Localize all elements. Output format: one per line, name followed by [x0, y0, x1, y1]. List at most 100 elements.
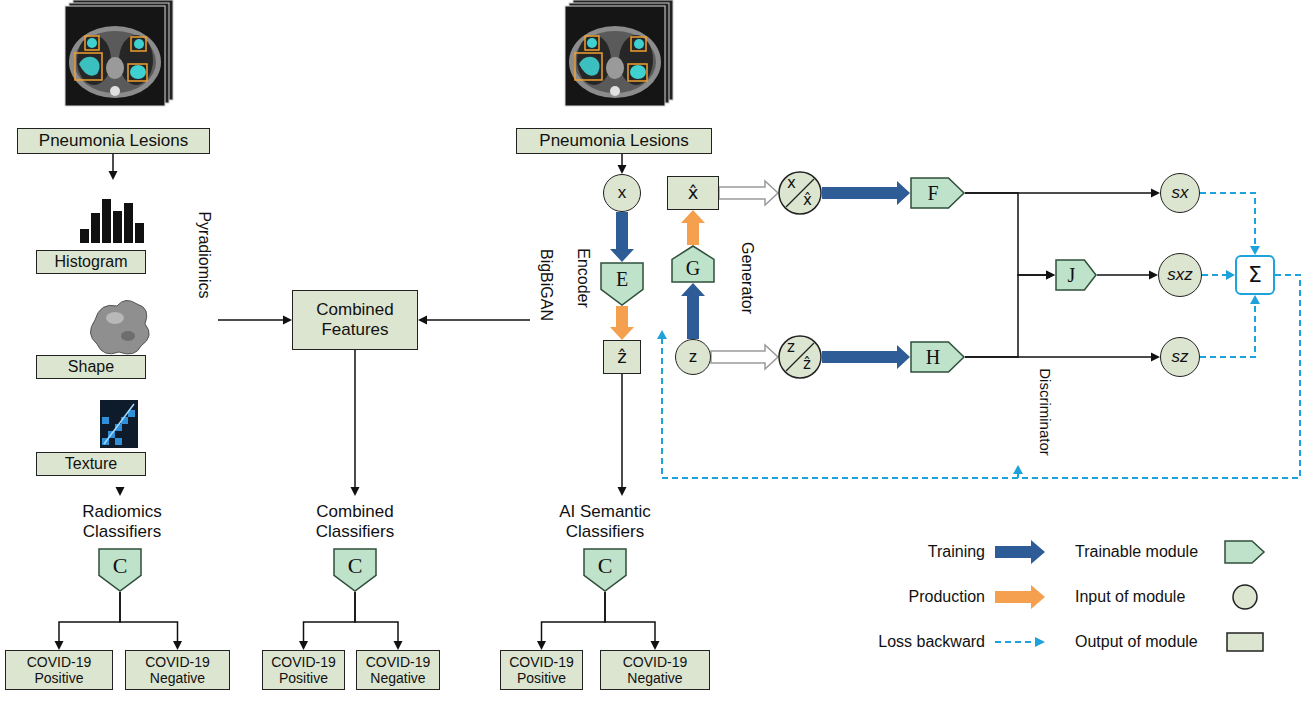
node-label: ẑ [617, 347, 626, 368]
arrowhead [537, 641, 546, 650]
ct-stack [65, 0, 173, 106]
legend-item: Loss backward [878, 632, 985, 652]
node-label: Σ [1248, 262, 1262, 287]
legend-label: Trainable module [1075, 543, 1198, 560]
legend-label: Training [928, 543, 985, 560]
node-label: E [616, 268, 628, 291]
legend-item: Trainable module [1075, 542, 1198, 562]
arrowhead [1151, 353, 1160, 362]
node-label: C [113, 553, 128, 578]
arrowhead [1226, 270, 1235, 280]
thick-arrow [822, 181, 910, 205]
node-label: x [618, 183, 627, 203]
histogram-icon [124, 203, 133, 243]
legend-sample [1035, 637, 1045, 647]
trainable-module: C [333, 548, 377, 592]
connector-line [1200, 303, 1255, 357]
connector [965, 193, 1055, 280]
connector [1200, 295, 1260, 357]
output-box: COVID-19 Positive [5, 650, 113, 690]
connector-line [218, 319, 284, 321]
connector-line [120, 592, 178, 642]
connector-line [542, 592, 606, 642]
node-label: C [598, 553, 613, 578]
connector-line [355, 592, 398, 642]
output-box: COVID-19 Negative [600, 650, 710, 690]
node-label: Combined Features [300, 300, 410, 339]
node-label: AI Semantic Classifiers [540, 502, 670, 541]
ct-stack [565, 0, 673, 106]
shape-icon [121, 331, 135, 341]
connector [965, 271, 1055, 358]
connector [418, 316, 530, 325]
output-box: COVID-19 Negative [356, 650, 440, 690]
node-label: COVID-19 Negative [131, 654, 224, 686]
group-ground [565, 225, 765, 330]
node-label: x̂ [803, 192, 812, 209]
input-circle: z [675, 339, 711, 375]
legend-sample [995, 540, 1045, 564]
arrowhead [618, 487, 627, 496]
arrowhead [1149, 271, 1158, 280]
module-outline [1056, 260, 1096, 290]
connector [822, 345, 910, 369]
ct-stack [565, 6, 665, 106]
node-label: Pyradiomics [195, 211, 213, 298]
module-group: DiscriminatorFJH [892, 176, 1125, 465]
node-label: COVID-19 Positive [11, 654, 107, 686]
node-label: x̂ [688, 183, 699, 204]
connector [1013, 275, 1300, 478]
texture-icon [102, 417, 109, 424]
arrowhead [55, 641, 64, 650]
connector [610, 306, 634, 340]
arrowhead [657, 330, 667, 339]
module-outline [99, 549, 141, 591]
module-outline [672, 246, 714, 282]
arrowhead [173, 641, 182, 650]
node-label: z [689, 347, 698, 367]
node-label: J [1068, 264, 1076, 287]
arrowhead [1151, 189, 1160, 198]
group-ground [22, 180, 218, 487]
classifier-band: Radiomics ClassifiersC [16, 496, 228, 607]
loss-sum: Σ [1235, 255, 1275, 295]
connector [681, 283, 705, 339]
input-circle: sxz [1158, 253, 1202, 297]
node-label: Texture [65, 455, 117, 473]
texture-icon [115, 438, 122, 445]
node-label: sx [1172, 183, 1189, 203]
thick-arrow [719, 181, 778, 205]
node-label: Combined Classifiers [290, 502, 420, 541]
connector [610, 212, 634, 262]
connector [120, 592, 182, 650]
arrowhead [618, 165, 627, 174]
node-label: sxz [1167, 265, 1193, 285]
group-ground [530, 170, 1311, 492]
node-label: Pneumonia Lesions [39, 131, 188, 151]
node-label: Discriminator [1036, 368, 1053, 456]
shape-icon [90, 300, 149, 354]
legend-sample [995, 585, 1045, 609]
node-label: sz [1172, 347, 1189, 367]
classifier-band: AI Semantic ClassifiersC [500, 496, 710, 607]
module-outline [911, 178, 964, 208]
shape-icon [90, 300, 149, 354]
output-box: Combined Features [292, 290, 418, 350]
texture-icon [100, 400, 138, 448]
legend-item: Training [928, 542, 985, 562]
arrowhead [283, 316, 292, 325]
connector [965, 353, 1160, 362]
output-box: COVID-19 Positive [500, 650, 583, 690]
legend-sample [1227, 633, 1263, 651]
output-box: ẑ [603, 340, 641, 374]
connector-line [621, 154, 623, 166]
connector [605, 592, 660, 650]
trainable-module: E [600, 262, 644, 306]
output-box: Texture [36, 452, 146, 476]
legend-label: Production [909, 588, 986, 605]
histogram-icon [91, 213, 100, 243]
output-box: Pneumonia Lesions [17, 128, 210, 154]
